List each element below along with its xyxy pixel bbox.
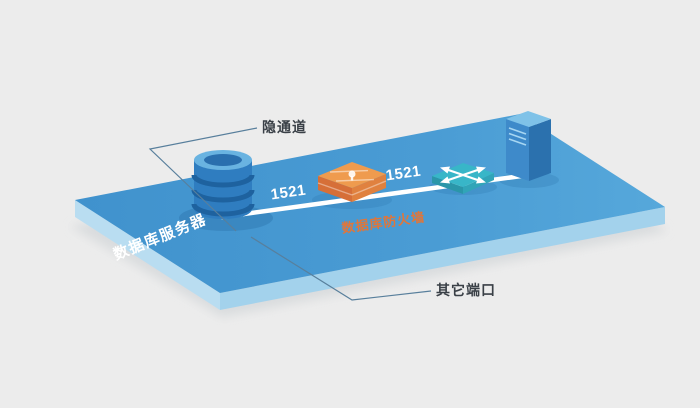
port-label-right: 1521 <box>385 163 422 185</box>
other-ports-label: 其它端口 <box>436 282 496 298</box>
firewall-stripe <box>329 169 369 173</box>
switch-arrowhead <box>440 166 450 174</box>
server-vent-line <box>508 138 527 146</box>
firewall-lock-icon <box>350 176 354 181</box>
firewall-face-right <box>352 174 386 202</box>
hidden-channel-label: 隐通道 <box>262 119 307 135</box>
firewall-stripe <box>351 180 387 196</box>
switch-arrowhead <box>476 166 486 174</box>
server-vent-line <box>508 132 527 141</box>
switch-arrowhead <box>476 176 486 184</box>
other-ports-callout-line <box>250 236 432 301</box>
firewall-stripe <box>317 182 353 196</box>
server-face-top <box>506 111 551 127</box>
hidden-channel-callout: 隐通道 <box>148 119 307 232</box>
firewall-face-front <box>318 176 352 202</box>
database-band <box>191 174 255 188</box>
switch-icon <box>432 163 494 194</box>
platform-edge-left <box>75 200 220 310</box>
switch-edge-left <box>432 176 463 194</box>
server-face-right <box>529 119 551 181</box>
database-band <box>191 203 255 217</box>
firewall-stripe <box>335 178 375 182</box>
port-label-left: 1521 <box>270 182 307 204</box>
other-ports-callout: 其它端口 <box>250 236 496 301</box>
firewall-icon <box>317 162 387 202</box>
server-vent-line <box>508 127 527 135</box>
switch-edge-right <box>463 173 494 194</box>
platform-edge-right <box>220 207 665 310</box>
switch-arrowhead <box>440 176 450 184</box>
database-top-inner <box>204 154 242 166</box>
database-icon <box>191 150 255 219</box>
firewall-lock-icon <box>348 170 356 178</box>
hidden-channel-callout-line <box>148 127 258 232</box>
server-icon <box>506 111 551 181</box>
switch-arrow <box>446 168 480 182</box>
